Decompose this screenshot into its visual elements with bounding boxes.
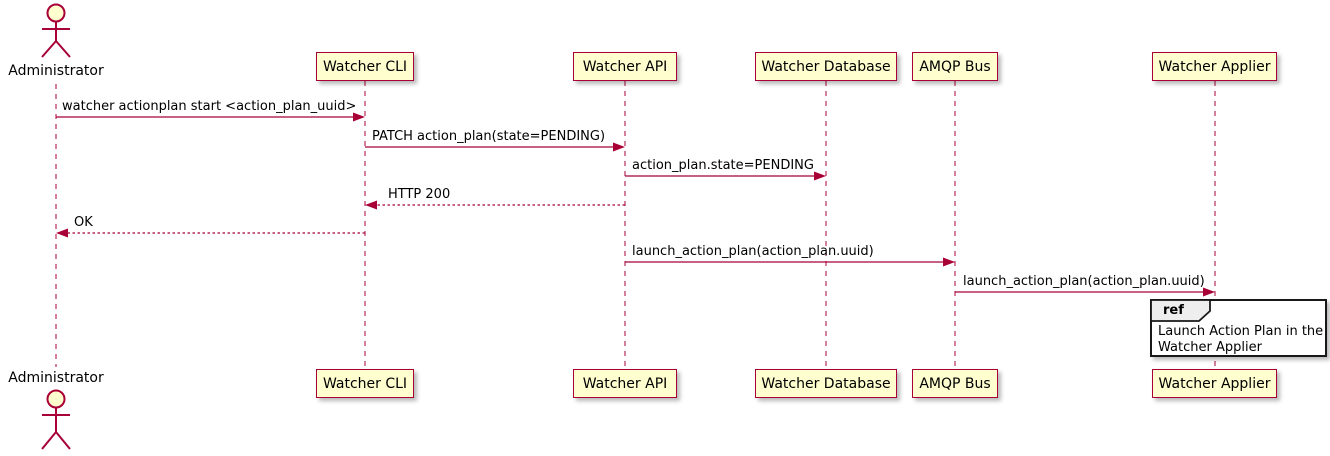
message-label-4: HTTP 200 (388, 187, 451, 202)
ref-text-line-1: Launch Action Plan in the (1158, 324, 1324, 339)
message-label-3: action_plan.state=PENDING (632, 158, 814, 173)
message-label-2: PATCH action_plan(state=PENDING) (372, 129, 606, 144)
participant-watcher-cli-top: Watcher CLI (316, 52, 414, 81)
arrowhead-right-icon (814, 171, 826, 181)
message-label-5: OK (74, 215, 93, 230)
arrowhead-right-icon (943, 257, 955, 267)
ref-keyword: ref (1163, 303, 1184, 318)
arrowhead-left-icon (56, 228, 68, 238)
actor-administrator-label-top: Administrator (8, 63, 104, 79)
arrowhead-left-icon (365, 200, 377, 210)
participant-watcher-api-bottom: Watcher API (573, 369, 677, 398)
message-label-7: launch_action_plan(action_plan.uuid) (963, 274, 1205, 289)
participant-amqp-bus-bottom: AMQP Bus (912, 369, 998, 398)
participant-watcher-api-top: Watcher API (573, 52, 677, 81)
message-label-6: launch_action_plan(action_plan.uuid) (632, 244, 874, 259)
arrowhead-right-icon (613, 142, 625, 152)
participant-watcher-database-top: Watcher Database (755, 52, 897, 81)
message-label-1: watcher actionplan start <action_plan_uu… (62, 99, 357, 114)
participant-amqp-bus-top: AMQP Bus (912, 52, 998, 81)
participant-watcher-database-bottom: Watcher Database (755, 369, 897, 398)
ref-text-line-2: Watcher Applier (1158, 340, 1262, 355)
actor-administrator-icon (41, 3, 71, 58)
participant-watcher-applier-top: Watcher Applier (1152, 52, 1277, 81)
actor-administrator-label-bottom: Administrator (8, 370, 104, 386)
participant-watcher-applier-bottom: Watcher Applier (1152, 369, 1277, 398)
arrowhead-right-icon (1203, 287, 1215, 297)
ref-fragment: ref Launch Action Plan in the Watcher Ap… (1150, 299, 1327, 357)
participant-watcher-cli-bottom: Watcher CLI (316, 369, 414, 398)
arrowhead-right-icon (353, 112, 365, 122)
ref-tab-icon (1150, 299, 1211, 322)
actor-administrator-icon (41, 389, 71, 450)
